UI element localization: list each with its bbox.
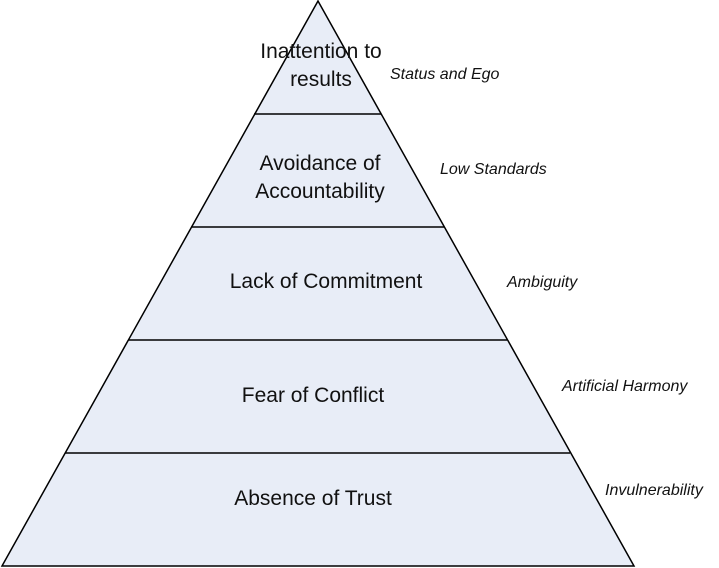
side-label-status-and-ego: Status and Ego — [390, 66, 500, 83]
level-label-absence-of-trust: Absence of Trust — [234, 487, 392, 510]
pyramid-triangle — [0, 0, 636, 567]
side-label-invulnerability: Invulnerability — [605, 482, 703, 499]
side-label-ambiguity: Ambiguity — [507, 274, 578, 291]
side-label-artificial-harmony: Artificial Harmony — [562, 378, 688, 395]
level-label-inattention-to-results: Inattention to results — [260, 40, 382, 91]
level-label-fear-of-conflict: Fear of Conflict — [241, 384, 385, 407]
side-label-low-standards: Low Standards — [440, 161, 547, 178]
level-label-lack-of-commitment: Lack of Commitment — [229, 270, 423, 293]
level-label-avoidance-of-accountability: Avoidance of Accountability — [255, 152, 385, 203]
